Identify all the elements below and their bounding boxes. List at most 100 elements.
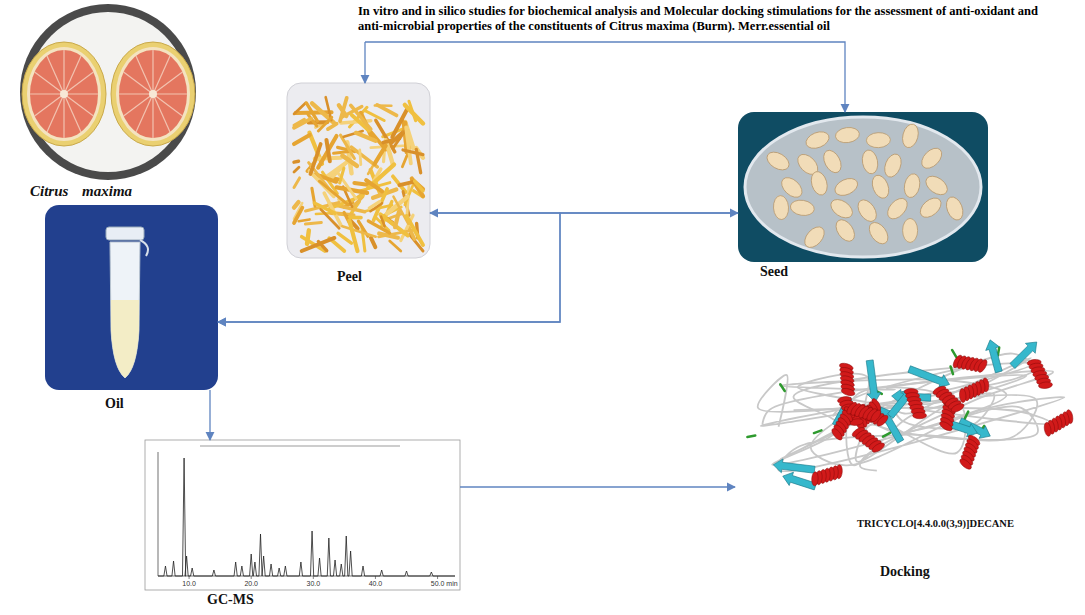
alpha-helix xyxy=(951,354,988,374)
seed xyxy=(918,144,946,172)
segment-line xyxy=(64,72,93,94)
caption-text: Docking xyxy=(880,564,930,580)
connector-arrow xyxy=(218,213,738,322)
chromatogram-trace xyxy=(158,458,455,576)
segment-line xyxy=(35,94,64,116)
protein-structure xyxy=(747,337,1073,493)
seed xyxy=(801,223,828,251)
helix-turn xyxy=(958,457,973,471)
segment-line xyxy=(63,50,64,94)
segment-line xyxy=(30,93,64,94)
peel-strip xyxy=(318,136,336,168)
fruit-node: Citrus maxima xyxy=(0,0,218,181)
caption-text: Citrus maxima xyxy=(30,183,132,200)
axis-label: 30.0 xyxy=(307,580,321,587)
alpha-helix xyxy=(958,433,981,471)
flesh xyxy=(119,50,187,138)
gcms-node: GC-MS xyxy=(145,440,460,590)
helix-turn xyxy=(950,402,965,414)
peel-strip xyxy=(294,167,299,172)
peel-strip xyxy=(314,203,335,213)
peel-strip xyxy=(412,179,423,197)
peel-strip xyxy=(349,220,357,251)
peel-strip xyxy=(360,150,361,165)
axis-tick xyxy=(313,576,314,579)
connector-arrow xyxy=(218,213,560,322)
caption-text: Peel xyxy=(337,269,362,285)
grapefruit-half xyxy=(22,42,106,146)
peel-strip xyxy=(415,181,423,191)
peel-strip xyxy=(377,105,396,116)
seed xyxy=(832,216,858,244)
seed xyxy=(922,172,950,198)
peel-strip xyxy=(305,223,321,225)
peel-strip xyxy=(326,140,329,161)
peel-strip xyxy=(407,216,423,245)
helix-turn xyxy=(938,420,953,433)
seed xyxy=(917,194,945,221)
alpha-helix xyxy=(839,362,856,397)
docking-node: TRICYCLO[4.4.0.0(3,9)]DECANEDocking xyxy=(735,330,1080,500)
beta-strand xyxy=(983,338,1005,374)
seed-node: Seed xyxy=(738,112,988,262)
plate-rim xyxy=(20,4,196,180)
segment-line xyxy=(47,56,64,94)
protein-turn xyxy=(951,366,953,374)
connector-arrow xyxy=(460,486,735,487)
helix-turn xyxy=(1038,381,1053,389)
peel-strip xyxy=(368,221,389,233)
protein-turn xyxy=(780,384,784,391)
peel-strip xyxy=(371,238,375,247)
peel-strip xyxy=(318,117,332,131)
seed xyxy=(900,122,921,149)
seed xyxy=(820,147,844,175)
protein-loop xyxy=(772,363,1053,471)
petri-dish xyxy=(745,117,981,257)
seed xyxy=(903,218,918,242)
peel-strip xyxy=(310,144,320,174)
peel-strip xyxy=(338,233,351,243)
seed xyxy=(809,170,830,197)
seed xyxy=(828,196,856,222)
axis-tick xyxy=(189,576,190,579)
seed xyxy=(804,129,832,152)
grapefruit-half xyxy=(111,42,195,146)
alpha-helix xyxy=(811,464,842,486)
pith xyxy=(116,47,190,141)
rind xyxy=(22,42,106,146)
peel-strip xyxy=(307,230,309,244)
peel-node: Peel xyxy=(287,83,430,258)
alpha-helix xyxy=(851,426,886,454)
photo-frame xyxy=(45,205,218,390)
pith xyxy=(27,47,101,141)
flesh xyxy=(30,50,98,138)
connector-arrow xyxy=(364,42,365,83)
segment-line xyxy=(124,94,153,116)
caption-text: GC-MS xyxy=(207,592,254,608)
helix-turn xyxy=(913,412,927,418)
segment-line xyxy=(64,94,81,132)
protein-turn xyxy=(747,436,755,437)
caption-text: TRICYCLO[4.4.0.0(3,9)]DECANE xyxy=(857,518,1014,530)
axis-tick xyxy=(375,576,376,579)
peel-strip xyxy=(337,171,357,199)
segment-line xyxy=(63,94,64,138)
protein-turn xyxy=(998,348,999,356)
caption-text: Oil xyxy=(105,396,124,412)
beta-strand xyxy=(863,359,882,403)
seed xyxy=(943,195,966,223)
alpha-helix xyxy=(904,389,927,419)
seed xyxy=(884,195,911,223)
peel-strip xyxy=(294,208,302,223)
peel-strip xyxy=(294,135,310,144)
seed xyxy=(866,219,892,247)
fruit-core xyxy=(60,90,68,98)
alpha-helix xyxy=(1043,409,1074,436)
heading-text: In vitro and in silico studies for bioch… xyxy=(358,4,1038,34)
alpha-helix xyxy=(959,378,989,403)
protein-loop xyxy=(758,354,1065,472)
oil-liquid xyxy=(111,300,139,378)
peel-strip xyxy=(319,181,347,204)
seed xyxy=(854,197,880,225)
